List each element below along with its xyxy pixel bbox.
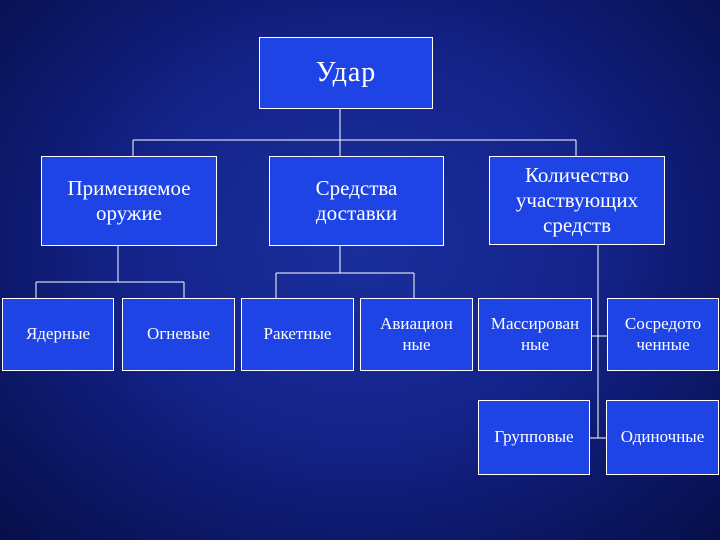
node-weapon: Применяемое оружие	[41, 156, 217, 246]
node-single: Одиночные	[606, 400, 719, 475]
root-node-strike: Удар	[259, 37, 433, 109]
node-missile: Ракетные	[241, 298, 354, 371]
node-fire: Огневые	[122, 298, 235, 371]
node-aviation: Авиацион ные	[360, 298, 473, 371]
node-group: Групповые	[478, 400, 590, 475]
node-nuclear: Ядерные	[2, 298, 114, 371]
node-massed: Массирован ные	[478, 298, 592, 371]
node-delivery-means: Средства доставки	[269, 156, 444, 246]
node-concentrated: Сосредото ченные	[607, 298, 719, 371]
node-participating-quantity: Количество участвующих средств	[489, 156, 665, 245]
